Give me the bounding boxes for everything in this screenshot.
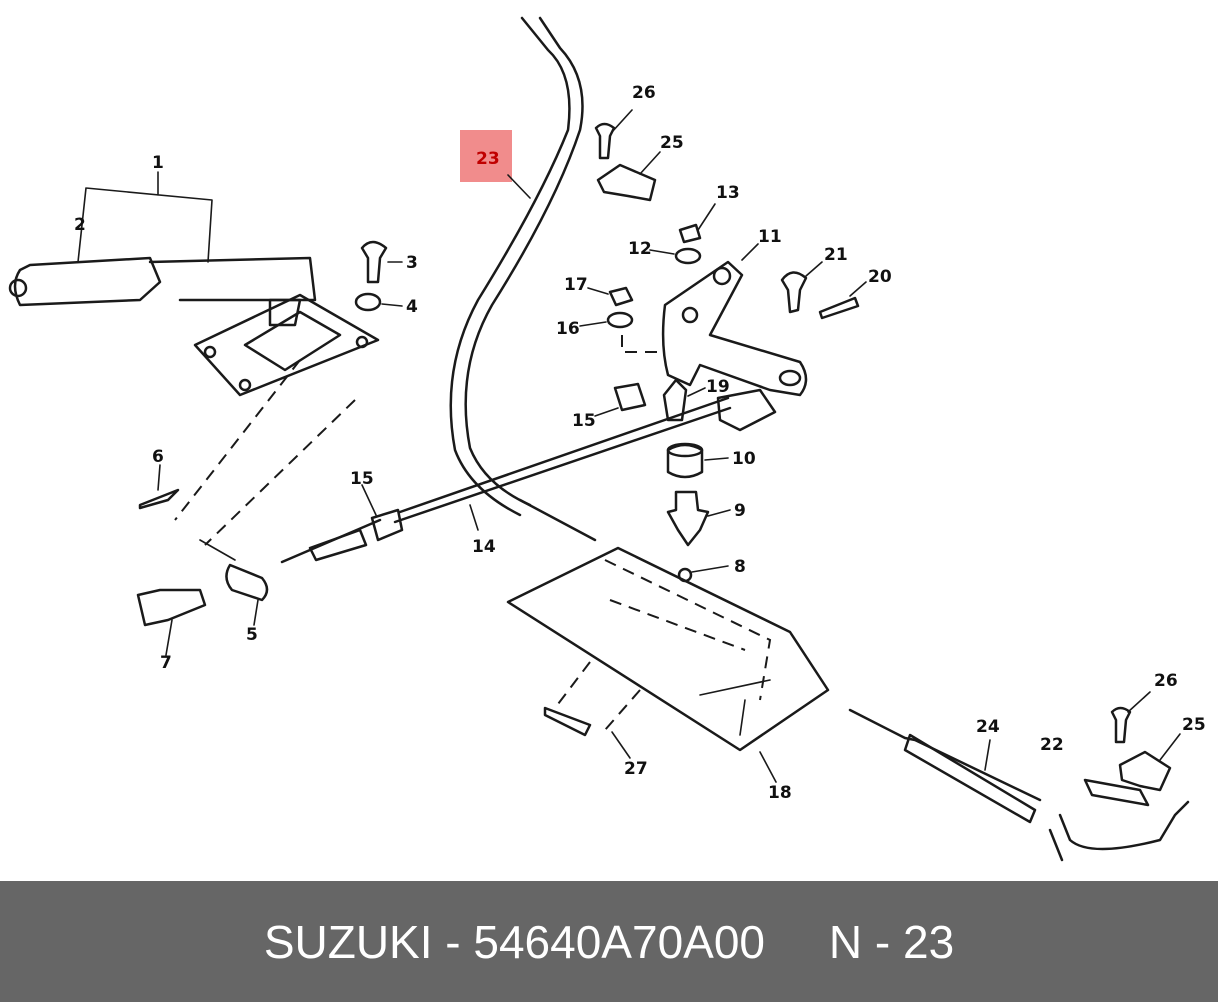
washer-4 [354,292,382,312]
rod-end [716,388,777,432]
switch-9 [666,490,710,547]
cable-23-end [518,498,597,542]
washer-16 [606,311,634,329]
callout-label: 25 [1182,715,1206,735]
pin-21 [780,271,808,314]
callout-label: 6 [152,447,164,467]
nut-13 [678,223,702,244]
caption-position: N - 23 [828,915,955,968]
washer-12 [674,247,702,265]
cable-22 [1058,800,1190,851]
callout-label: 27 [624,759,648,779]
caption-brand: SUZUKI [263,915,433,968]
callout-label: 19 [706,377,730,397]
callout-label: 20 [868,267,892,287]
highlight-box[interactable] [460,130,512,182]
bracket-11 [661,260,808,397]
callout-label: 9 [734,501,746,521]
callout-label: 26 [632,83,656,103]
bolt-26-top [594,122,616,160]
clip-15-upper [613,382,647,412]
callout-label: 21 [824,245,848,265]
callout-label-highlighted[interactable]: 23 [476,149,500,169]
callout-label: 8 [734,557,746,577]
bolt-3 [360,240,388,284]
caption-part-number: 54640A70A00 [473,915,766,968]
clamp-25-top [596,163,657,202]
clip-6 [138,488,180,510]
caption-separator: - [432,915,474,968]
callout-label: 5 [246,625,258,645]
callout-label: 12 [628,239,652,259]
callout-label: 10 [732,449,756,469]
callout-label: 15 [572,411,596,431]
bolt-26-lower [1110,706,1132,744]
parts-diagram: 1 2 3 4 5 6 7 8 9 10 11 12 13 14 15 15 1… [8,16,1206,862]
clip-22 [1083,778,1150,807]
callout-label: 17 [564,275,588,295]
nut-17 [608,286,634,307]
callout-label: 26 [1154,671,1178,691]
callout-label: 3 [406,253,418,273]
cable-23 [449,16,571,517]
nut-15-lower [370,508,404,542]
callout-label: 13 [716,183,740,203]
exploded-view-drawing: 1 2 3 4 5 6 7 8 9 10 11 12 13 14 15 15 1… [8,16,1206,862]
bushing-5 [225,563,269,602]
bolt-27 [543,706,592,737]
callout-label: 22 [1040,735,1064,755]
callout-label: 14 [472,537,496,557]
caption-spacer [765,915,829,969]
plate-18 [506,546,830,752]
lever-base-plate [193,293,380,397]
caption-bar: SUZUKI - 54640A70A00 N - 23 [0,881,1218,1002]
callout-label: 18 [768,783,792,803]
pin-7 [136,588,207,627]
callout-label: 24 [976,717,1000,737]
callout-label: 7 [160,653,172,673]
callout-label: 25 [660,133,684,153]
lever-handle [13,256,162,307]
cable-24 [848,708,1042,802]
callout-label: 15 [350,469,374,489]
bushing-10 [666,443,704,479]
callout-label: 4 [406,297,418,317]
clamp-25-lower [1118,750,1172,792]
cable-23-outline [464,16,584,507]
spring-20 [818,296,860,320]
callout-label: 2 [74,215,86,235]
stud-19 [662,378,688,422]
callout-label: 11 [758,227,782,247]
callout-label: 1 [152,153,164,173]
callout-label: 16 [556,319,580,339]
